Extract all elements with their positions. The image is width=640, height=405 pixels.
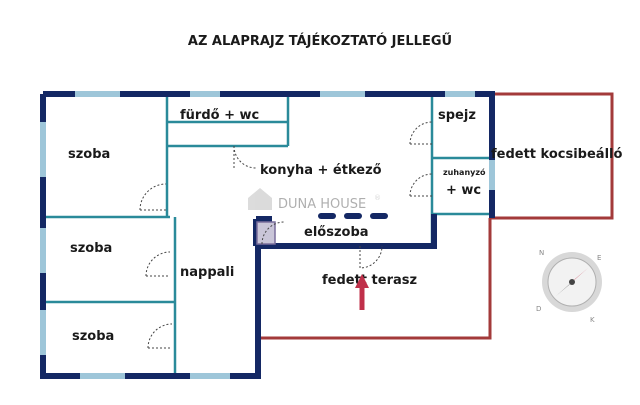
watermark-registered: ® bbox=[374, 194, 381, 202]
room-labels: szoba szoba szoba nappali fürdő + wc kon… bbox=[68, 108, 622, 344]
compass-label-e: E bbox=[597, 254, 601, 262]
room-terasz: fedett terasz bbox=[322, 273, 417, 288]
duna-house-logo-icon bbox=[248, 188, 272, 210]
arrow-up-icon bbox=[355, 274, 369, 310]
windows bbox=[40, 91, 495, 379]
chimney-block bbox=[256, 221, 276, 245]
compass-label-d: D bbox=[536, 305, 541, 313]
inner-walls bbox=[43, 96, 492, 373]
room-eloszoba: előszoba bbox=[304, 225, 369, 240]
room-szoba-3: szoba bbox=[72, 329, 114, 344]
door-swings bbox=[139, 121, 433, 349]
room-furdo: fürdő + wc bbox=[180, 108, 259, 123]
compass-label-n: N bbox=[539, 249, 544, 257]
room-spejz: spejz bbox=[438, 108, 476, 123]
room-szoba-1: szoba bbox=[68, 147, 110, 162]
room-zuhanyzo-line1: zuhanyzó bbox=[443, 167, 486, 177]
room-kocsibeallo: fedett kocsibeálló bbox=[491, 147, 622, 162]
room-konyha: konyha + étkező bbox=[260, 163, 382, 178]
room-szoba-2: szoba bbox=[70, 241, 112, 256]
carport-outline bbox=[490, 92, 614, 220]
watermark: DUNA HOUSE ® bbox=[248, 188, 381, 212]
room-zuhanyzo-line2: + wc bbox=[446, 183, 481, 198]
plan-title: AZ ALAPRAJZ TÁJÉKOZTATÓ JELLEGŰ bbox=[187, 34, 453, 49]
compass-label-k: K bbox=[590, 316, 595, 324]
room-nappali: nappali bbox=[180, 265, 234, 280]
kitchen-divider bbox=[318, 213, 388, 219]
watermark-text: DUNA HOUSE bbox=[278, 197, 366, 212]
compass-icon: N E D K bbox=[536, 249, 602, 324]
